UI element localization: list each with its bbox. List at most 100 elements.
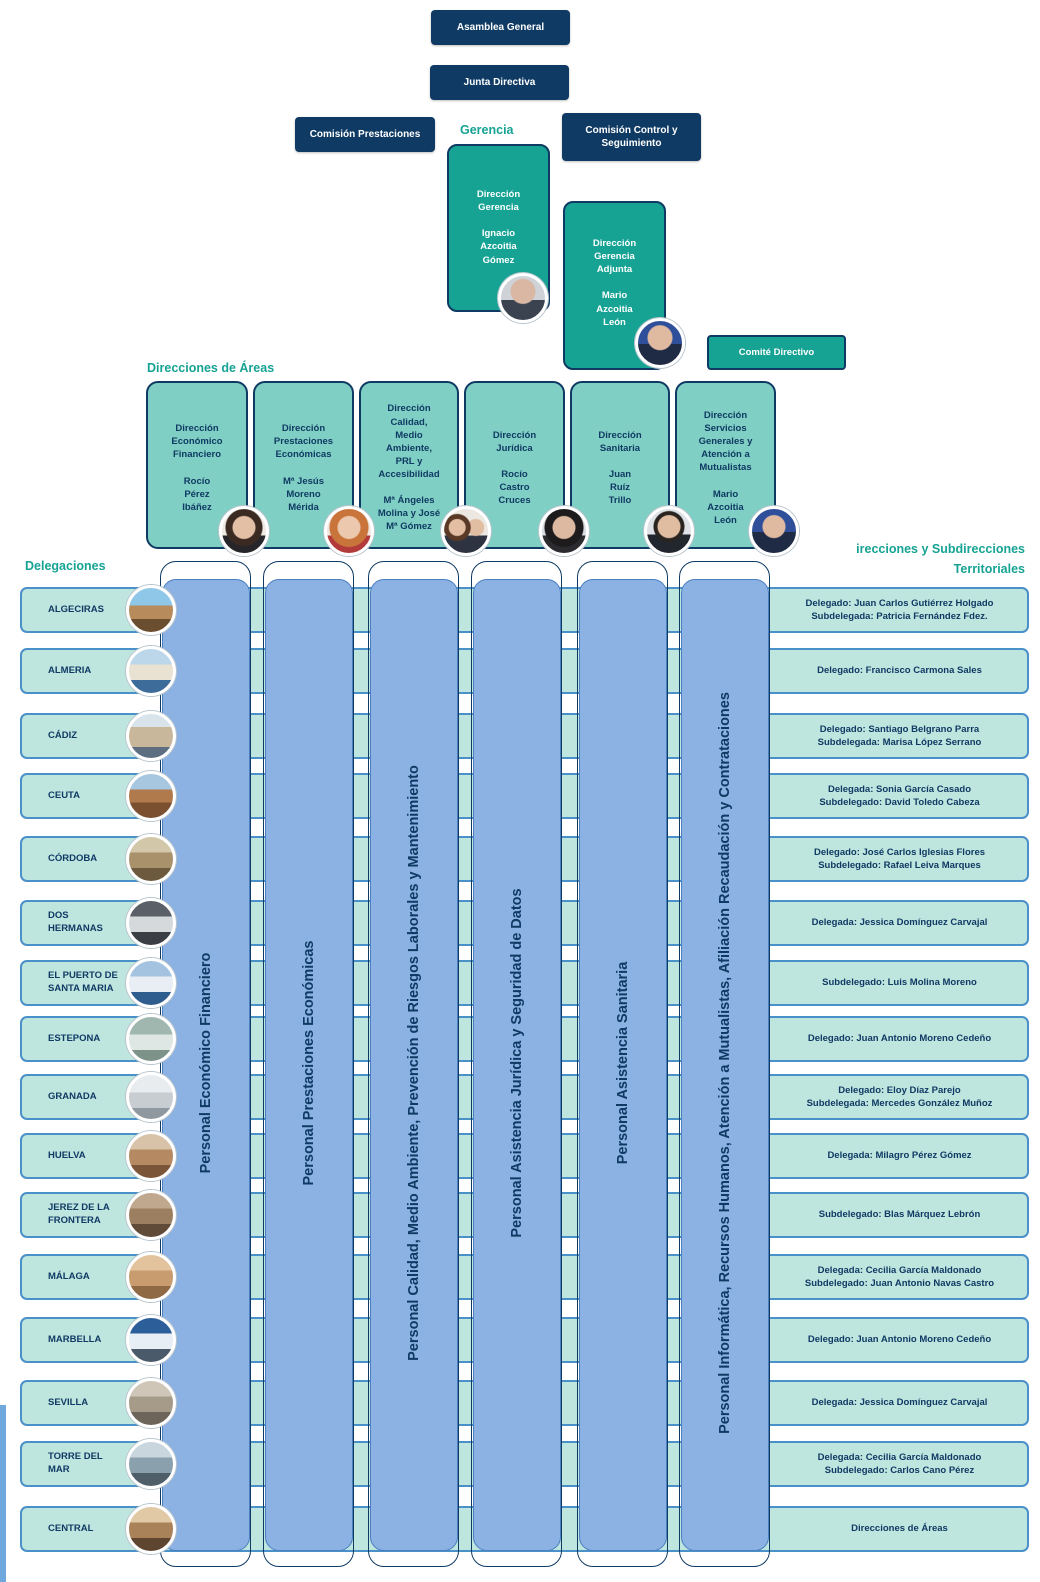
delegation-building-photo [126, 711, 176, 761]
delegation-name-text: DOS HERMANAS [48, 910, 103, 934]
area-economico-financiero: Dirección Económico Financiero Rocío Pér… [146, 381, 248, 549]
comision-control-box: Comisión Control y Seguimiento [562, 113, 701, 161]
delegation-name-text: CEUTA [48, 789, 81, 801]
delegation-name: TORRE DEL MAR [20, 1441, 125, 1487]
column-outline [263, 561, 354, 1567]
delegate-line: Delegada: Jessica Domínguez Carvajal [811, 1397, 988, 1409]
gerencia-label: Gerencia [460, 123, 514, 137]
delegate-line: Delegada: Jessica Domínguez Carvajal [811, 917, 988, 929]
area-photo [644, 506, 694, 556]
delegation-name-text: MARBELLA [48, 1333, 102, 1345]
subdelegate-line: Subdelegado: Rafael Leiva Marques [818, 860, 981, 871]
area-photo [749, 506, 799, 556]
delegate-line: Delegado: José Carlos Iglesias Flores [813, 846, 986, 858]
territoriales-title-line1: irecciones y Subdirecciones [856, 542, 1025, 556]
area-text: Dirección Económico Financiero Rocío Pér… [171, 423, 223, 513]
personal-label: Personal Asistencia Sanitaria [615, 961, 631, 1165]
delegation-building-photo [126, 1131, 176, 1181]
delegation-building-photo [126, 1072, 176, 1122]
direccion-gerencia-adjunta-text: Dirección Gerencia Adjunta Mario Azcoiti… [592, 238, 637, 328]
delegate-line: Delegada: Sonia García Casado [827, 783, 972, 795]
area-text: Dirección Calidad, Medio Ambiente, PRL y… [377, 403, 441, 533]
personal-column-economico [162, 579, 250, 1551]
territorial-delegates: Delegada: Jessica Domínguez Carvajal [770, 900, 1029, 946]
direccion-gerencia-text: Dirección Gerencia Ignacio Azcoitia Góme… [476, 189, 521, 266]
delegate-line: Delegado: Santiago Belgrano Parra [819, 723, 980, 735]
delegation-building-photo [126, 1252, 176, 1302]
comite-directivo-label: Comité Directivo [738, 346, 815, 358]
area-text: Dirección Jurídica Rocío Castro Cruces [492, 429, 537, 507]
area-photo [219, 506, 269, 556]
delegation-name-text: TORRE DEL MAR [48, 1451, 103, 1475]
area-text: Dirección Servicios Generales y Atención… [698, 410, 753, 526]
area-text: Dirección Prestaciones Económicas Mª Jes… [273, 423, 334, 513]
areas-title: Direcciones de Áreas [147, 361, 275, 375]
delegation-name-text: SEVILLA [48, 1396, 89, 1408]
delegation-name-text: MÁLAGA [48, 1270, 90, 1282]
comision-prestaciones-box: Comisión Prestaciones [295, 117, 435, 152]
delegate-line: Delegado: Juan Carlos Gutiérrez Holgado [805, 597, 994, 609]
delegate-line: Delegado: Juan Antonio Moreno Cedeño [807, 1334, 992, 1346]
personal-label: Personal Informática, Recursos Humanos, … [717, 692, 733, 1434]
asamblea-general-box: Asamblea General [431, 10, 570, 45]
personal-label: Personal Calidad, Medio Ambiente, Preven… [406, 765, 422, 1361]
personal-column-sanitaria [579, 579, 667, 1551]
delegation-name: CEUTA [20, 773, 125, 819]
territorial-delegates: Delegada: Jessica Domínguez Carvajal [770, 1380, 1029, 1426]
delegation-name: GRANADA [20, 1074, 125, 1120]
delegate-line: Direcciones de Áreas [851, 1523, 948, 1535]
delegation-name-text: ESTEPONA [48, 1032, 101, 1044]
territoriales-title-line2: Territoriales [953, 562, 1025, 576]
delegation-name: ALGECIRAS [20, 587, 125, 633]
asamblea-general-label: Asamblea General [456, 21, 545, 33]
delegation-name: ESTEPONA [20, 1016, 125, 1062]
delegation-name: CENTRAL [20, 1506, 125, 1552]
delegation-name: MÁLAGA [20, 1254, 125, 1300]
delegate-line: Subdelegado: Luis Molina Moreno [822, 977, 977, 989]
delegation-building-photo [126, 1014, 176, 1064]
subdelegate-line: Subdelegado: Carlos Cano Pérez [824, 1465, 975, 1476]
personal-column-prestaciones [265, 579, 353, 1551]
personal-column-calidad [370, 579, 458, 1551]
delegation-building-photo [126, 1439, 176, 1489]
delegation-name: JEREZ DE LA FRONTERA [20, 1192, 125, 1238]
delegate-line: Delegada: Cecilia García Maldonado [817, 1451, 982, 1463]
delegate-line: Delegada: Cecilia García Maldonado [817, 1264, 982, 1276]
column-outline [160, 561, 251, 1567]
delegate-line: Delegada: Milagro Pérez Gómez [827, 1150, 972, 1162]
delegation-name-text: ALGECIRAS [48, 603, 104, 615]
territorial-delegates: Delegado: Juan Antonio Moreno Cedeño [770, 1317, 1029, 1363]
personal-label: Personal Prestaciones Económicas [301, 940, 317, 1186]
delegation-name-text: ALMERIA [48, 664, 92, 676]
delegation-building-photo [126, 1378, 176, 1428]
delegation-building-photo [126, 771, 176, 821]
delegation-name-text: HUELVA [48, 1149, 86, 1161]
delegation-name-text: EL PUERTO DE SANTA MARIA [48, 970, 118, 994]
delegation-name: HUELVA [20, 1133, 125, 1179]
direccion-gerencia-box: Dirección Gerencia Ignacio Azcoitia Góme… [447, 144, 550, 312]
delegation-name-text: CENTRAL [48, 1522, 94, 1534]
subdelegate-line: Subdelegada: Marisa López Serrano [817, 737, 982, 748]
delegate-line: Delegado: Eloy Díaz Parejo [838, 1084, 961, 1096]
column-outline [368, 561, 459, 1567]
comite-directivo-box: Comité Directivo [707, 335, 846, 370]
subdelegate-line: Subdelegada: Patricia Fernández Fdez. [811, 611, 988, 622]
area-photo [441, 506, 491, 556]
area-photo [324, 506, 374, 556]
delegation-name: DOS HERMANAS [20, 900, 125, 946]
gerencia-adjunta-photo [635, 318, 685, 368]
delegation-name: EL PUERTO DE SANTA MARIA [20, 960, 125, 1006]
personal-column-juridica [473, 579, 561, 1551]
delegation-name: SEVILLA [20, 1380, 125, 1426]
delegation-name-text: CÁDIZ [48, 729, 78, 741]
comision-control-label: Comisión Control y Seguimiento [585, 124, 678, 150]
delegate-line: Subdelegado: Blas Márquez Lebrón [818, 1209, 981, 1221]
delegation-name: CÁDIZ [20, 713, 125, 759]
